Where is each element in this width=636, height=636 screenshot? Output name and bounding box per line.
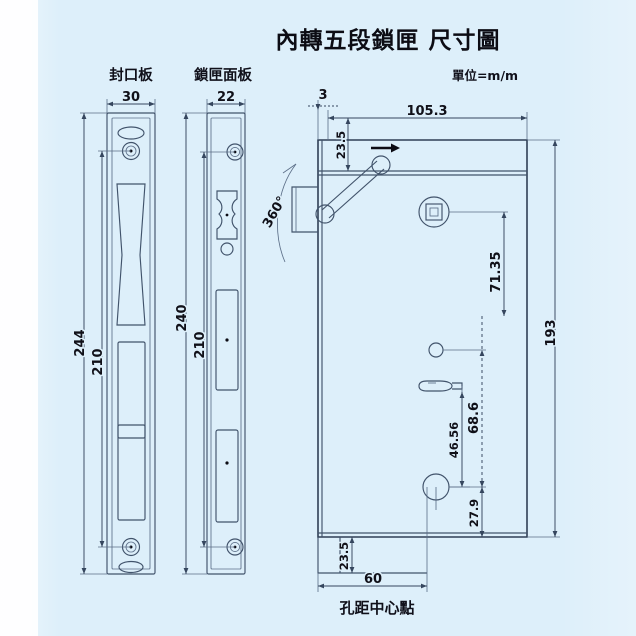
spindle-hole (428, 342, 444, 358)
overall-height-dimension-value: 193 (544, 319, 559, 346)
lockcase-faceplate-overall-height-value: 240 (175, 304, 190, 331)
lockcase-faceplate-width-dimension: 22 (206, 89, 246, 114)
faceplate-overall-height-value: 244 (73, 329, 88, 356)
lockcase-faceplate-latch-center-dot (225, 213, 229, 217)
top-offset-dimension-value: 23.5 (334, 131, 348, 159)
latch-gap-dimension-value: 46.56 (447, 422, 461, 458)
spindle-center-dimension-value: 68.6 (467, 402, 482, 434)
lockcase-faceplate-lower-cutout-dot (225, 461, 229, 465)
faceplate-outline (106, 112, 156, 575)
swing-bolt-lever (315, 155, 391, 224)
bottom-hole-dimension: 27.9 (466, 487, 485, 537)
faceplate-hole-spacing-dimension: 210 (90, 150, 131, 548)
latch-gap-dimension: 46.56 (446, 386, 470, 488)
view-faceplate: 封口板 30 (72, 66, 156, 575)
lockcase-faceplate-rect-cutout-lower (215, 429, 239, 523)
bottom-step-dimension-value: 23.5 (337, 542, 351, 570)
keyhole-slot (418, 380, 463, 392)
top-width-dimension-value: 105.3 (406, 104, 447, 119)
lockcase-faceplate-small-hole (220, 242, 234, 256)
swing-direction-arrow (371, 143, 400, 153)
cylinder-center-dimension-value: 71.35 (489, 251, 504, 292)
lockcase-faceplate-hole-spacing-value: 210 (193, 331, 208, 358)
faceplate-width-value: 30 (122, 90, 140, 105)
overall-height-dimension: 193 (527, 139, 561, 538)
faceplate-hole-spacing-value: 210 (91, 348, 106, 375)
lockcase-faceplate-width-value: 22 (217, 90, 235, 105)
cylinder-hole (418, 196, 450, 228)
lockcase-faceplate-hole-spacing-dimension: 210 (192, 151, 235, 548)
faceplate-width-dimension: 30 (106, 89, 156, 114)
faceplate-rect-cutout-lower (117, 424, 146, 521)
lockcase-faceplate-heading: 鎖匣面板 (194, 66, 252, 84)
spindle-center-dimension: 68.6 (443, 316, 486, 488)
top-width-dimension: 105.3 (328, 103, 528, 140)
cylinder-center-dimension: 71.35 (449, 211, 508, 316)
bottom-width-dimension-value: 60 (364, 572, 382, 587)
unit-note: 單位=m/m (452, 68, 518, 83)
lockcase-bottom-step (317, 537, 427, 574)
lockcase-faceplate-upper-cutout-dot (225, 338, 229, 342)
bottom-step-dimension: 23.5 (336, 537, 355, 573)
page-title: 內轉五段鎖匣 尺寸圖 (275, 27, 500, 54)
top-left-dimension-value: 3 (318, 88, 327, 103)
view-lockcase-body: 360° (259, 87, 561, 618)
faceplate-top-oval-slot (117, 126, 145, 140)
lockcase-faceplate-outline (206, 112, 246, 575)
top-offset-dimension: 23.5 (333, 118, 351, 171)
bottom-width-dimension: 60 (317, 487, 428, 592)
faceplate-rect-cutout-upper (117, 341, 146, 439)
faceplate-hourglass-cutout (116, 183, 146, 326)
faceplate-heading: 封口板 (109, 66, 153, 84)
faceplate-bottom-oval-slot (118, 560, 144, 574)
view-lockcase-faceplate: 鎖匣面板 22 (174, 66, 252, 575)
rotation-annotation: 360° (259, 163, 297, 263)
bottom-caption: 孔距中心點 (339, 599, 414, 617)
rotation-value: 360° (260, 194, 290, 231)
bottom-hole-dimension-value: 27.9 (467, 499, 481, 527)
